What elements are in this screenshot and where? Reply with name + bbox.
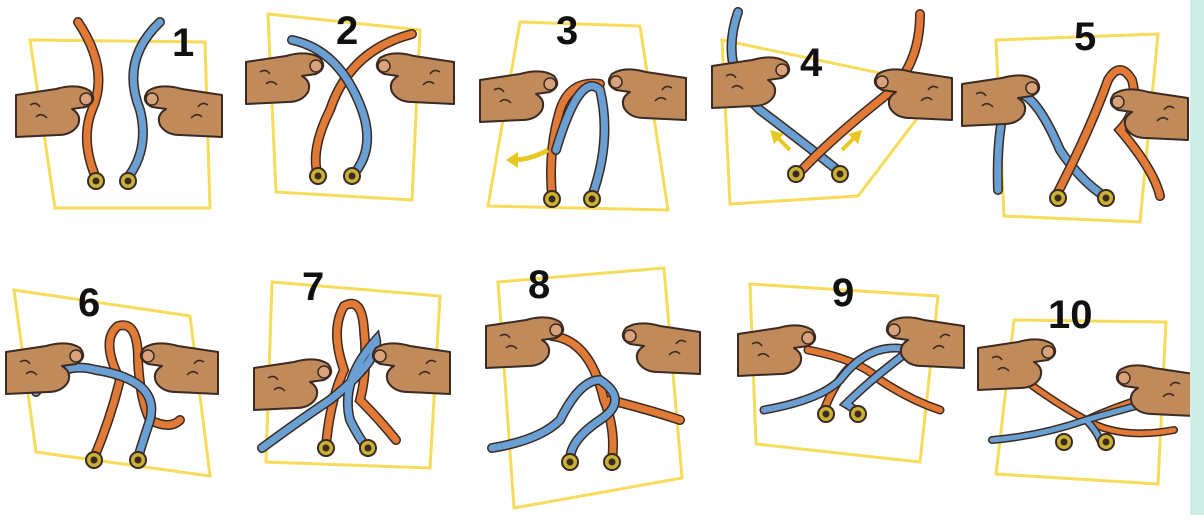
step-9-eyelet-right <box>850 406 866 422</box>
step-6-eyelet-right <box>130 452 146 468</box>
step-2-panel: 2 <box>246 9 454 200</box>
step-5-eyelet-right <box>1098 190 1114 206</box>
step-8-number: 8 <box>528 263 550 307</box>
step-1-eyelet-right <box>120 173 136 189</box>
step-2-eyelet-left <box>310 168 326 184</box>
step-2-eyelet-right <box>344 168 360 184</box>
step-9-number: 9 <box>832 271 854 315</box>
step-10-eyelet-left <box>1056 434 1072 450</box>
step-6-number: 6 <box>78 281 100 325</box>
step-3-hand-left <box>480 71 557 122</box>
step-1-panel: 1 <box>16 21 222 208</box>
step-10-panel: 10 <box>978 293 1194 484</box>
step-6-eyelet-left <box>86 452 102 468</box>
step-1-eyelet-left <box>88 173 104 189</box>
step-6-panel: 6 <box>6 281 218 476</box>
step-8-hand-left <box>486 317 563 368</box>
step-2-hand-right <box>377 53 454 104</box>
step-3-eyelet-left <box>544 191 560 207</box>
right-edge-strip <box>1190 0 1204 515</box>
step-5-eyelet-left <box>1050 190 1066 206</box>
step-8-eyelet-right <box>604 454 620 470</box>
step-1-hand-right <box>145 86 222 137</box>
step-7-eyelet-right <box>360 440 376 456</box>
step-6-hand-right <box>141 343 218 394</box>
step-8-hand-right <box>623 323 700 374</box>
step-3-number: 3 <box>556 9 578 53</box>
step-3-panel: 3 <box>480 9 686 210</box>
step-2-number: 2 <box>336 9 358 53</box>
step-8-eyelet-left <box>562 454 578 470</box>
step-4-eyelet-left <box>788 166 804 182</box>
step-4-eyelet-right <box>832 166 848 182</box>
step-3-eyelet-right <box>584 191 600 207</box>
step-5-panel: 5 <box>962 15 1188 222</box>
step-10-eyelet-right <box>1098 434 1114 450</box>
step-10-hand-left <box>978 339 1055 390</box>
step-5-number: 5 <box>1074 15 1096 59</box>
step-2-hand-left <box>246 53 323 104</box>
step-4-panel: 4 <box>712 12 952 204</box>
step-7-eyelet-left <box>318 440 334 456</box>
step-9-panel: 9 <box>738 271 964 462</box>
step-4-number: 4 <box>800 41 823 85</box>
step-4-hand-left <box>712 57 789 108</box>
step-8-panel: 8 <box>486 263 700 508</box>
step-10-number: 10 <box>1048 293 1093 337</box>
step-9-eyelet-left <box>818 406 834 422</box>
step-7-number: 7 <box>302 265 324 309</box>
step-7-panel: 7 <box>254 265 450 468</box>
step-7-hand-right <box>373 343 450 394</box>
step-3-hand-right <box>609 69 686 120</box>
step-1-number: 1 <box>172 21 194 65</box>
step-1-hand-left <box>16 86 93 137</box>
